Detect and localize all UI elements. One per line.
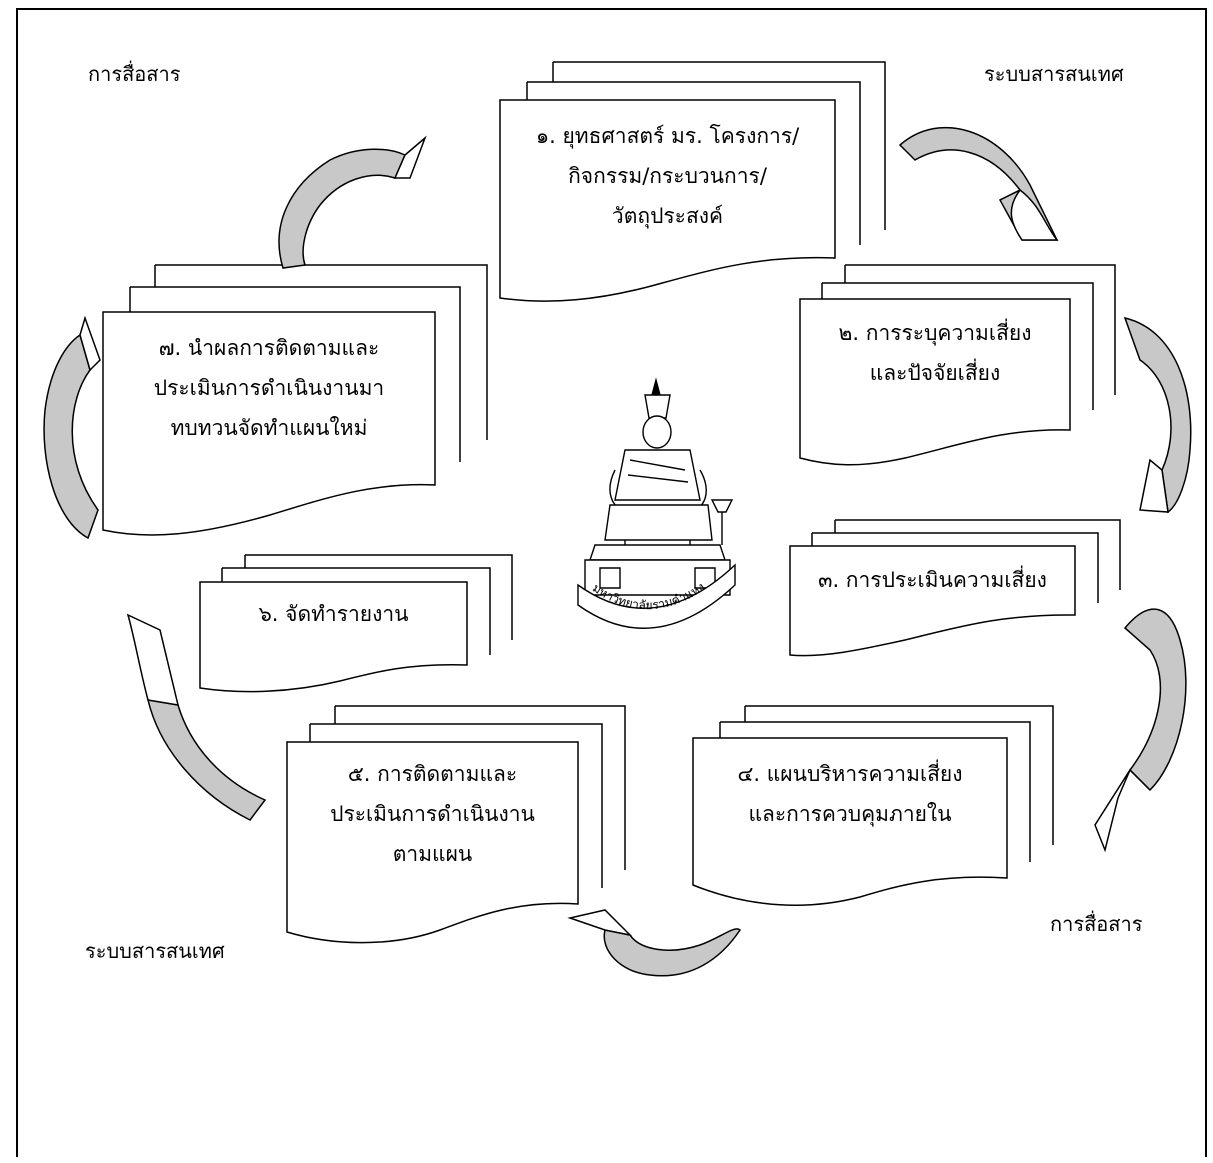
step-7-line-1: ๗. นำผลการติดตามและ xyxy=(158,336,380,360)
step-1-line-1: ๑. ยุทธศาสตร์ มร. โครงการ/ xyxy=(535,124,800,148)
step-3-line-1: ๓. การประเมินความเสี่ยง xyxy=(818,568,1047,592)
doc-stack-7 xyxy=(102,264,488,536)
step-5-text: ๕. การติดตามและ ประเมินการดำเนินงาน ตามแ… xyxy=(287,754,578,874)
step-7-line-2: ประเมินการดำเนินงานมา xyxy=(153,376,385,400)
arrow-4-to-5 xyxy=(603,928,741,977)
doc-stack-1 xyxy=(499,61,886,302)
label-information-system-top: ระบบสารสนเทศ xyxy=(984,62,1124,86)
step-7-line-3: ทบทวนจัดทำแผนใหม่ xyxy=(170,416,368,440)
step-1-line-3: วัตถุประสงค์ xyxy=(611,204,724,228)
step-5-line-2: ประเมินการดำเนินงาน xyxy=(330,802,535,826)
step-2-line-1: ๒. การระบุความเสี่ยง xyxy=(838,321,1032,345)
arrow-3-to-4 xyxy=(1123,608,1187,792)
step-6-text: ๖. จัดทำรายงาน xyxy=(200,594,467,634)
cycle-arrows xyxy=(43,126,1192,977)
label-information-system-bottom: ระบบสารสนเทศ xyxy=(85,939,225,963)
label-communication-bottom: การสื่อสาร xyxy=(1050,912,1143,936)
doc-stack-6 xyxy=(199,554,513,693)
step-6-line-1: ๖. จัดทำรายงาน xyxy=(258,602,409,626)
diagram-frame xyxy=(16,8,1207,1157)
arrow-7-to-1 xyxy=(278,148,406,269)
step-7-text: ๗. นำผลการติดตามและ ประเมินการดำเนินงานม… xyxy=(103,328,435,448)
step-4-text: ๔. แผนบริหารความเสี่ยง และการควบคุมภายใน xyxy=(693,754,1007,834)
doc-stack-4 xyxy=(692,705,1054,906)
arrow-6-to-7 xyxy=(43,333,99,540)
step-4-line-2: และการควบคุมภายใน xyxy=(748,802,952,826)
step-1-line-2: กิจกรรม/กระบวนการ/ xyxy=(568,164,767,188)
doc-stack-3 xyxy=(789,519,1121,657)
step-3-text: ๓. การประเมินความเสี่ยง xyxy=(790,560,1075,600)
step-2-text: ๒. การระบุความเสี่ยง และปัจจัยเสี่ยง xyxy=(800,313,1070,393)
label-communication-top: การสื่อสาร xyxy=(88,62,181,86)
doc-stack-5 xyxy=(286,705,626,944)
step-5-line-1: ๕. การติดตามและ xyxy=(347,762,518,786)
doc-stack-2 xyxy=(799,264,1116,466)
step-1-text: ๑. ยุทธศาสตร์ มร. โครงการ/ กิจกรรม/กระบว… xyxy=(500,116,835,236)
step-5-line-3: ตามแผน xyxy=(392,842,473,866)
arrow-2-to-3 xyxy=(1123,316,1192,514)
university-emblem-icon xyxy=(577,377,736,629)
step-4-line-1: ๔. แผนบริหารความเสี่ยง xyxy=(737,762,963,786)
step-2-line-2: และปัจจัยเสี่ยง xyxy=(869,361,1001,385)
arrow-5-to-6 xyxy=(147,699,267,821)
